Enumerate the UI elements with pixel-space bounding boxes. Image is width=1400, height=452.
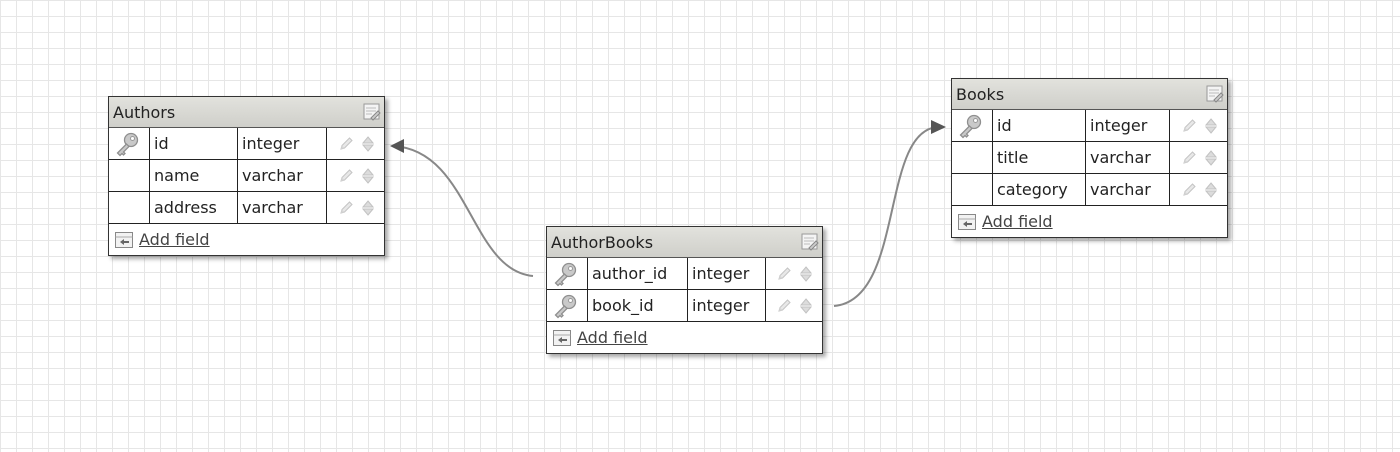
primary-key-cell	[952, 110, 993, 141]
field-controls	[1170, 142, 1227, 173]
field-name[interactable]: id	[150, 128, 238, 159]
relation-arrowhead-authors	[390, 139, 404, 153]
field-name[interactable]: address	[150, 192, 238, 223]
field-type[interactable]: varchar	[1086, 174, 1170, 205]
field-controls	[766, 258, 822, 289]
add-field-link[interactable]: Add field	[577, 328, 648, 347]
field-controls	[327, 128, 384, 159]
field-controls	[327, 192, 384, 223]
field-controls	[1170, 110, 1227, 141]
key-icon	[554, 262, 577, 287]
field-name[interactable]: title	[993, 142, 1086, 173]
reorder-arrows-icon[interactable]	[361, 199, 374, 217]
field-controls	[1170, 174, 1227, 205]
relation-authorbooks-books[interactable]	[833, 126, 939, 307]
edit-field-icon[interactable]	[1181, 118, 1197, 134]
field-name[interactable]: book_id	[588, 290, 688, 321]
table-header[interactable]: AuthorBooks	[547, 227, 822, 258]
table-title: AuthorBooks	[551, 233, 654, 252]
field-name[interactable]: author_id	[588, 258, 688, 289]
reorder-arrows-icon[interactable]	[1204, 181, 1217, 199]
field-type[interactable]: integer	[688, 258, 766, 289]
key-cell-empty	[109, 192, 150, 223]
key-cell-empty	[952, 142, 993, 173]
primary-key-cell	[547, 290, 588, 321]
edit-field-icon[interactable]	[776, 298, 792, 314]
reorder-arrows-icon[interactable]	[800, 297, 812, 315]
key-icon	[959, 114, 982, 139]
key-icon	[554, 294, 577, 319]
field-type[interactable]: varchar	[1086, 142, 1170, 173]
add-field-link[interactable]: Add field	[139, 230, 210, 249]
edit-field-icon[interactable]	[1181, 182, 1197, 198]
key-cell-empty	[109, 160, 150, 191]
table-title: Authors	[113, 103, 176, 122]
reorder-arrows-icon[interactable]	[361, 135, 374, 153]
table-header[interactable]: Books	[952, 79, 1227, 110]
relation-arrowhead-books	[931, 120, 946, 134]
add-field-icon[interactable]	[553, 330, 571, 346]
field-type[interactable]: integer	[688, 290, 766, 321]
field-name[interactable]: id	[993, 110, 1086, 141]
edit-table-icon[interactable]	[1206, 85, 1224, 103]
field-controls	[766, 290, 822, 321]
primary-key-cell	[547, 258, 588, 289]
key-icon	[116, 132, 139, 157]
edit-table-icon[interactable]	[801, 233, 819, 251]
add-field-row: Add field	[109, 224, 384, 255]
field-type[interactable]: varchar	[238, 192, 327, 223]
table-header[interactable]: Authors	[109, 97, 384, 128]
reorder-arrows-icon[interactable]	[800, 265, 812, 283]
field-type[interactable]: integer	[238, 128, 327, 159]
reorder-arrows-icon[interactable]	[1204, 149, 1217, 167]
edit-table-icon[interactable]	[363, 103, 381, 121]
field-name[interactable]: name	[150, 160, 238, 191]
add-field-row: Add field	[952, 206, 1227, 237]
edit-field-icon[interactable]	[338, 136, 354, 152]
field-name[interactable]: category	[993, 174, 1086, 205]
field-type[interactable]: integer	[1086, 110, 1170, 141]
edit-field-icon[interactable]	[338, 168, 354, 184]
field-controls	[327, 160, 384, 191]
add-field-icon[interactable]	[958, 214, 976, 230]
edit-field-icon[interactable]	[338, 200, 354, 216]
add-field-link[interactable]: Add field	[982, 212, 1053, 231]
reorder-arrows-icon[interactable]	[361, 167, 374, 185]
relation-authorbooks-authors[interactable]	[392, 145, 534, 277]
edit-field-icon[interactable]	[776, 266, 792, 282]
add-field-row: Add field	[547, 322, 822, 353]
key-cell-empty	[952, 174, 993, 205]
add-field-icon[interactable]	[115, 232, 133, 248]
table-title: Books	[956, 85, 1005, 104]
field-type[interactable]: varchar	[238, 160, 327, 191]
reorder-arrows-icon[interactable]	[1204, 117, 1217, 135]
edit-field-icon[interactable]	[1181, 150, 1197, 166]
primary-key-cell	[109, 128, 150, 159]
